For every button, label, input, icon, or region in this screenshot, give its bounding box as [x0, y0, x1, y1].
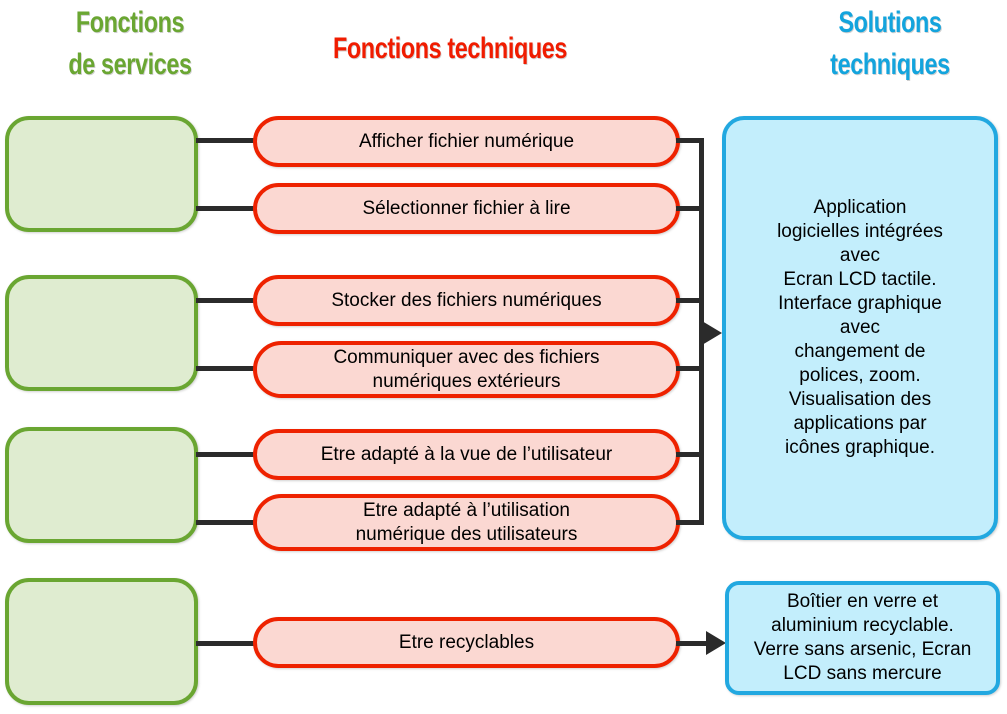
column-heading-fonctions-techniques: Fonctions techniques [332, 32, 568, 65]
technical-function-pill-5[interactable]: Etre adapté à la vue de l’utilisateur [253, 429, 680, 480]
technical-function-pill-7[interactable]: Etre recyclables [253, 617, 680, 668]
technical-function-pill-2[interactable]: Sélectionner fichier à lire [253, 183, 680, 234]
service-box-2[interactable] [5, 275, 198, 391]
service-box-4[interactable] [5, 578, 198, 705]
stub-function3-to-bus [676, 298, 704, 303]
service-box-3[interactable] [5, 427, 198, 543]
connector-function7-to-solution-recycle [676, 641, 710, 646]
arrow-to-solution-recycle [706, 631, 726, 655]
technical-function-pill-4[interactable]: Communiquer avec des fichiers numériques… [253, 341, 680, 398]
stub-function5-to-bus [676, 452, 704, 457]
arrow-to-solution-main [702, 321, 722, 345]
connector-service1-function2 [196, 206, 256, 211]
technical-function-pill-6[interactable]: Etre adapté à l’utilisation numérique de… [253, 494, 680, 551]
stub-function4-to-bus [676, 366, 704, 371]
solution-box-main[interactable]: Application logicielles intégrées avec E… [722, 116, 998, 540]
stub-function6-to-bus [676, 520, 704, 525]
stub-function1-to-bus [676, 138, 704, 143]
connector-service3-function6 [196, 520, 256, 525]
function-bus-line [699, 138, 704, 525]
heading-services-line2: de services [68, 48, 192, 81]
technical-function-pill-3[interactable]: Stocker des fichiers numériques [253, 275, 680, 326]
connector-service2-function3 [196, 298, 256, 303]
connector-service4-function7 [196, 641, 256, 646]
column-heading-solutions-techniques: Solutions techniques [742, 2, 1007, 86]
stub-function2-to-bus [676, 206, 704, 211]
heading-services-line1: Fonctions [75, 6, 185, 39]
technical-function-pill-1[interactable]: Afficher fichier numérique [253, 116, 680, 167]
solution-box-recycling[interactable]: Boîtier en verre et aluminium recyclable… [725, 581, 1000, 695]
service-box-1[interactable] [5, 116, 198, 232]
heading-solutions-line1: Solutions [838, 6, 942, 39]
connector-service1-function1 [196, 138, 256, 143]
column-heading-fonctions-de-services: Fonctions de services [0, 2, 278, 86]
connector-service3-function5 [196, 452, 256, 457]
heading-solutions-line2: techniques [830, 48, 950, 81]
connector-service2-function4 [196, 366, 256, 371]
